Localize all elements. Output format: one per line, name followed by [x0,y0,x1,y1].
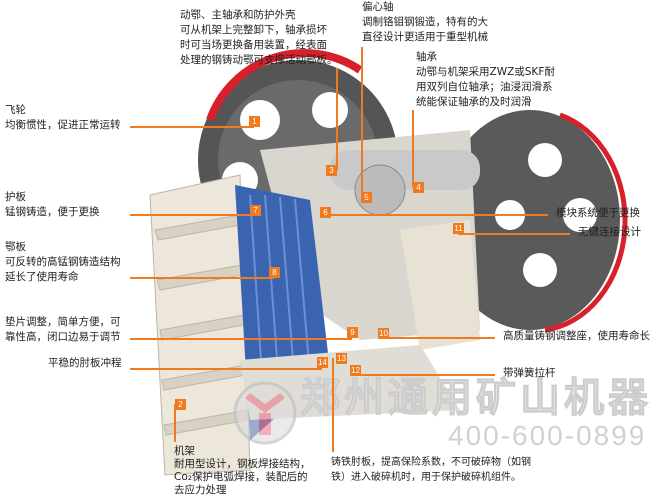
label-desc: 靠性高，闭口边易于调节 [5,331,121,343]
label-desc: 高质量铸钢调整座，使用寿命长 [503,330,650,342]
label-wedge: 模块系统便于更换 [556,206,640,221]
marker-14: 14 [317,357,328,368]
label-desc: 无键连接设计 [578,226,641,238]
label-desc: 动鄂、主轴承和防护外壳 [180,9,296,21]
label-desc: 耐用型设计，钢板焊接结构， [174,458,311,470]
label-jaw-plate: 鄂板 可反转的高锰钢铸造结构 延长了使用寿命 [5,240,121,285]
label-toggle-stroke: 平稳的肘板冲程 [48,356,122,371]
marker-5: 5 [361,192,372,203]
label-spring-rod: 带弹簧拉杆 [503,366,556,381]
marker-2: 2 [175,399,186,410]
label-desc: 去应力处理 [174,484,227,496]
label-shim: 垫片调整，简单方便，可 靠性高，闭口边易于调节 [5,315,121,345]
marker-12: 12 [350,365,361,376]
label-desc: 模块系统便于更换 [556,207,640,219]
label-desc: 平稳的肘板冲程 [48,357,122,369]
leader-line [355,374,495,376]
label-desc: 用双列自位轴承；油浸润滑系 [416,81,553,93]
marker-6: 6 [320,207,331,218]
label-flywheel: 飞轮 均衡惯性，促进正常运转 [5,103,121,133]
leader-line [384,337,495,339]
watermark-phone: 400-600-0899 [448,420,647,451]
label-title: 轴承 [416,51,437,63]
label-desc: 铸铁肘板，提高保险系数，不可破碎物（如钢 [331,457,531,468]
leader-line [332,358,334,452]
label-moving-jaw: 动鄂、主轴承和防护外壳 可从机架上完整卸下，轴承损坏 时可当场更换备用装置，经表… [180,8,338,68]
label-desc: 统能保证轴承的及时润滑 [416,96,532,108]
label-desc: 均衡惯性，促进正常运转 [5,119,121,131]
leader-line [412,110,414,187]
flywheel-right [440,110,628,333]
marker-7: 7 [250,205,261,216]
leader-line [130,277,274,279]
label-bearing: 轴承 动鄂与机架采用ZWZ或SKF耐 用双列自位轴承；油浸润滑系 统能保证轴承的… [416,50,555,110]
label-title: 偏心轴 [362,1,394,13]
label-keyless: 无键连接设计 [578,225,641,240]
label-adjust-seat: 高质量铸钢调整座，使用寿命长 [503,329,650,344]
label-frame: 机架 耐用型设计，钢板焊接结构， Co₂保护电弧焊接，装配后的 去应力处理 [174,445,311,497]
marker-10: 10 [378,328,389,339]
label-title: 鄂板 [5,241,26,253]
label-desc: 延长了使用寿命 [5,271,79,283]
label-desc: 时可当场更换备用装置，经表面 [180,39,327,51]
label-desc: 铁）进入破碎机时，用于保护破碎机组件。 [331,472,521,483]
marker-8: 8 [269,267,280,278]
label-title: 飞轮 [5,104,26,116]
leader-line [130,338,352,340]
leader-line [361,47,363,197]
label-eccentric-shaft: 偏心轴 调制铬钼钢锻造，特有的大 直径设计更适用于重型机械 [362,0,488,45]
leader-line [336,68,338,170]
label-desc: 调制铬钼钢锻造，特有的大 [362,16,488,28]
eccentric-shaft [330,150,480,190]
frame-base [240,345,460,420]
label-desc: 锰钢铸造，便于更换 [5,206,100,218]
label-desc: 处理的钢铸动鄂可支撑活动鄂板。 [180,54,338,66]
label-desc: 可反转的高锰钢铸造结构 [5,256,121,268]
marker-13: 13 [336,353,347,364]
leader-line [458,233,570,235]
label-desc: 垫片调整，简单方便，可 [5,316,121,328]
marker-4: 4 [413,182,424,193]
label-desc: 带弹簧拉杆 [503,367,556,379]
marker-3: 3 [326,165,337,176]
marker-11: 11 [453,223,464,234]
label-title: 护板 [5,191,26,203]
watermark-company: 郑州通用矿山机器 [300,375,652,421]
label-desc: 可从机架上完整卸下，轴承损坏 [180,24,327,36]
label-guard-plate: 护板 锰钢铸造，便于更换 [5,190,100,220]
rear-frame [400,220,480,350]
marker-1: 1 [249,116,260,127]
leader-line [130,368,322,370]
label-desc: 动鄂与机架采用ZWZ或SKF耐 [416,66,555,78]
company-logo [233,381,297,445]
label-title: 机架 [174,445,195,457]
leader-line [130,214,255,216]
label-desc: 直径设计更适用于重型机械 [362,31,488,43]
leader-line [130,126,254,128]
leader-line [174,404,176,442]
leader-line [325,214,548,216]
marker-9: 9 [347,327,358,338]
label-desc: Co₂保护电弧焊接，装配后的 [174,471,308,483]
label-toggle-plate: 铸铁肘板，提高保险系数，不可破碎物（如钢 铁）进入破碎机时，用于保护破碎机组件。 [331,455,531,485]
